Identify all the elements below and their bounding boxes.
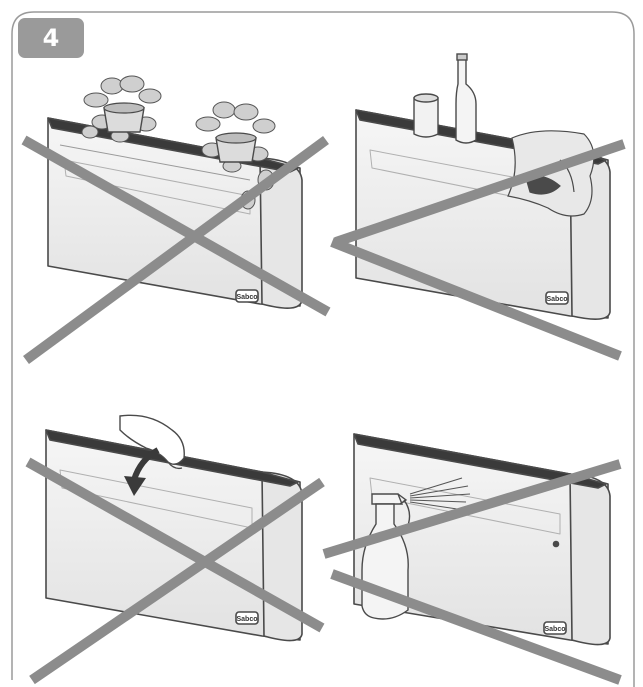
brand-logo-3 <box>235 611 259 625</box>
svg-text:Sabco: Sabco <box>236 294 257 301</box>
step-number-badge: 4 <box>18 18 84 58</box>
prohibited-cross-4 <box>322 459 622 685</box>
panel-objects-on-top: Sabco <box>330 53 626 361</box>
prohibited-cross-3 <box>25 457 325 685</box>
brand-logo-4 <box>543 621 567 635</box>
panel-plants-on-top: Sabco <box>21 75 331 365</box>
brand-logo-1 <box>235 289 259 303</box>
step-number: 4 <box>42 24 60 52</box>
frame-border <box>11 11 635 687</box>
svg-text:Sabco: Sabco <box>546 296 567 303</box>
brand-logo-2 <box>545 291 569 305</box>
svg-text:Sabco: Sabco <box>236 616 257 623</box>
panel-spray-cleaning: Sabco <box>322 433 622 685</box>
status-light-4 <box>552 540 560 548</box>
prohibited-cross-2 <box>330 139 626 361</box>
potted-plant-1 <box>81 75 162 143</box>
spray-mist <box>409 477 471 511</box>
panel-open-flap-by-hand: Sabco <box>25 414 325 685</box>
hand <box>119 414 185 470</box>
drink-can <box>413 93 439 138</box>
down-arrow-icon <box>124 447 160 496</box>
glass-bottle <box>455 53 477 144</box>
prohibited-cross-1 <box>21 135 331 365</box>
svg-text:Sabco: Sabco <box>544 626 565 633</box>
